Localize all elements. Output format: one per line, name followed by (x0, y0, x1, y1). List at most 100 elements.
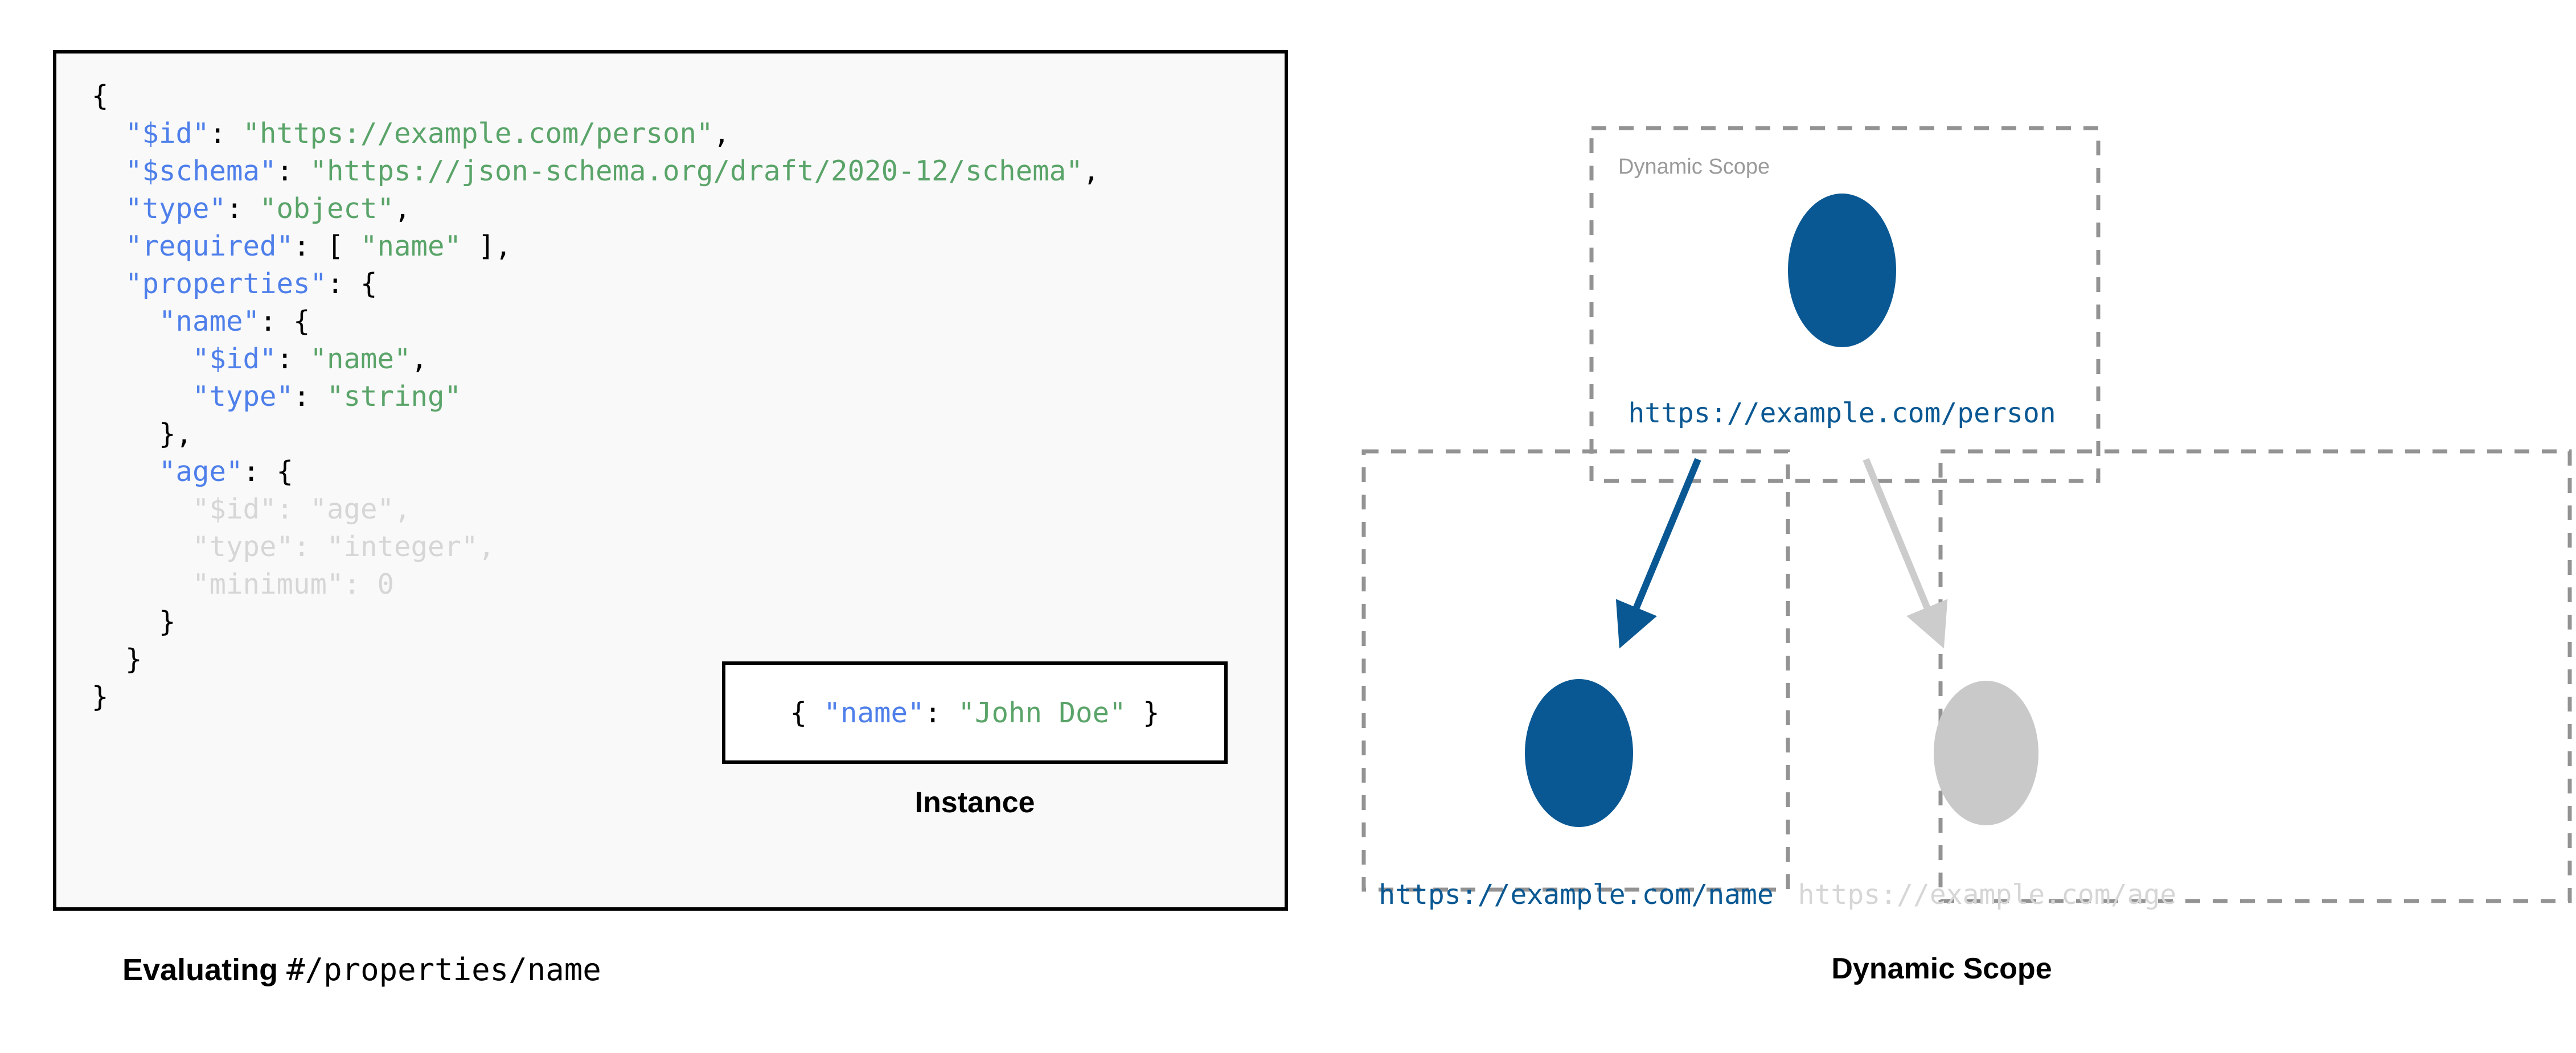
code-indent (92, 380, 192, 413)
code-token: "https://json-schema.org/draft/2020-12/s… (310, 155, 1083, 187)
code-line: "type": "integer", (92, 528, 1100, 566)
code-indent (92, 418, 159, 450)
evaluating-caption-lead: Evaluating (122, 953, 287, 987)
code-indent (92, 155, 125, 187)
instance-token: { (790, 696, 824, 729)
scope-box-name (1361, 449, 1790, 892)
node-name[interactable] (1525, 679, 1633, 827)
evaluating-caption: Evaluating #/properties/name (122, 952, 601, 988)
edge-person-to-name (1615, 458, 1701, 649)
code-indent (92, 117, 125, 150)
scope-box-age (1938, 449, 2572, 903)
code-token: "name" (159, 305, 260, 338)
code-token: , (394, 192, 411, 225)
code-token: "integer" (327, 530, 478, 563)
edge-person-to-age (1863, 458, 1948, 649)
code-line: } (92, 603, 1100, 641)
code-token: } (125, 643, 142, 676)
code-indent (92, 455, 159, 488)
code-indent (92, 530, 192, 563)
code-token: : [ (293, 230, 361, 262)
code-token: : (209, 117, 243, 150)
code-line: "required": [ "name" ], (92, 228, 1100, 265)
code-line: "properties": { (92, 265, 1100, 303)
code-token: } (159, 606, 176, 638)
code-token: : (276, 343, 310, 375)
code-token: : (276, 493, 310, 525)
code-indent (92, 568, 192, 600)
code-token: : (293, 530, 327, 563)
code-token: "$id" (125, 117, 210, 150)
code-indent (92, 493, 192, 525)
code-token: , (394, 493, 411, 525)
code-token: , (478, 530, 495, 563)
code-line: "$schema": "https://json-schema.org/draf… (92, 153, 1100, 190)
code-line: { (92, 77, 1100, 115)
code-token: : (276, 155, 310, 187)
code-token: "$id" (192, 493, 277, 525)
instance-caption: Instance (914, 786, 1035, 819)
code-token: "name" (310, 343, 411, 375)
code-token: { (92, 80, 109, 112)
code-line: "age": { (92, 453, 1100, 491)
instance-box: { "name": "John Doe" } (722, 661, 1228, 764)
code-token: "string" (327, 380, 462, 413)
instance-token: "name" (823, 696, 925, 729)
code-token: "name" (360, 230, 462, 262)
code-token: } (92, 681, 109, 713)
code-token: "type" (125, 192, 227, 225)
node-age-label: https://example.com/age (1798, 879, 2177, 911)
code-line: "type": "string" (92, 378, 1100, 416)
dynamic-scope-diagram: Dynamic Scope https://example.com/person… (1355, 97, 2576, 928)
node-person-label: https://example.com/person (1628, 397, 2056, 429)
code-line: } (92, 641, 1100, 678)
code-indent (92, 268, 125, 300)
code-token: , (713, 117, 731, 150)
code-line: "$id": "https://example.com/person", (92, 115, 1100, 153)
code-token: "$id" (192, 343, 277, 375)
code-line: "$id": "age", (92, 491, 1100, 528)
code-token: , (1082, 155, 1100, 187)
code-line: "$id": "name", (92, 340, 1100, 378)
instance-token: "John Doe" (958, 696, 1126, 729)
code-token: , (411, 343, 428, 375)
schema-code-panel: { "$id": "https://example.com/person", "… (53, 50, 1288, 911)
code-token: "minimum" (192, 568, 344, 600)
code-token: "age" (310, 493, 395, 525)
code-token: : (343, 568, 378, 600)
code-token: : { (260, 305, 310, 338)
evaluating-caption-pointer: #/properties/name (286, 952, 601, 988)
code-line: } (92, 678, 1100, 716)
code-token: : { (327, 268, 378, 300)
code-token: "type" (192, 530, 294, 563)
code-indent (92, 192, 125, 225)
code-token: "type" (192, 380, 294, 413)
code-token: 0 (377, 568, 395, 600)
code-token: "object" (260, 192, 395, 225)
code-token: : (293, 380, 327, 413)
instance-token: } (1126, 696, 1160, 729)
node-age[interactable] (1934, 681, 2038, 825)
code-token: }, (159, 418, 193, 450)
code-token: "$schema" (125, 155, 277, 187)
code-token: "properties" (125, 268, 327, 300)
code-indent (92, 305, 159, 338)
node-person[interactable] (1788, 194, 1896, 347)
code-line: "name": { (92, 303, 1100, 340)
code-line: }, (92, 416, 1100, 453)
code-line: "minimum": 0 (92, 566, 1100, 603)
code-indent (92, 343, 192, 375)
scope-tag-label: Dynamic Scope (1618, 155, 1770, 179)
instance-code: { "name": "John Doe" } (790, 697, 1159, 729)
code-token: "age" (159, 455, 243, 488)
code-indent (92, 606, 159, 638)
node-name-label: https://example.com/name (1379, 879, 1774, 911)
code-token: "required" (125, 230, 294, 262)
schema-code-block: { "$id": "https://example.com/person", "… (92, 77, 1100, 716)
code-token: : (226, 192, 260, 225)
code-token: "https://example.com/person" (243, 117, 713, 150)
instance-token: : (924, 696, 958, 729)
code-token: : { (243, 455, 294, 488)
code-token: ], (461, 230, 512, 262)
code-line: "type": "object", (92, 190, 1100, 228)
